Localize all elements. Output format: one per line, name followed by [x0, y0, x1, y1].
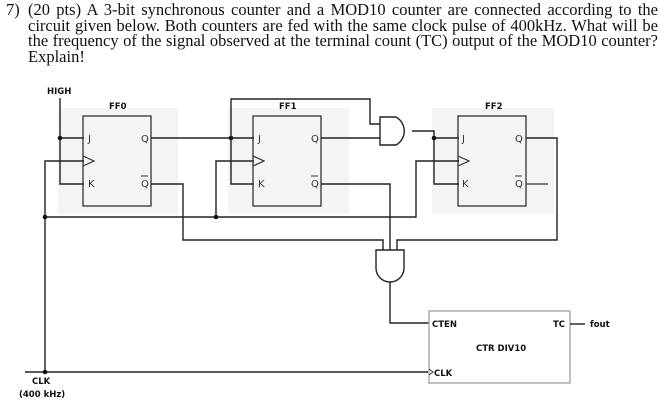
ff0-k-pin: K [88, 179, 95, 190]
ff0-qbar-pin: Q [141, 179, 149, 190]
ff2-q-pin: Q [515, 134, 523, 145]
junction-and2 [431, 135, 437, 141]
ff0-q-wire [151, 137, 254, 185]
junction-high [57, 135, 63, 141]
ff0-qbar-to-and3 [151, 183, 384, 250]
counter-clock-triangle-icon [428, 368, 434, 376]
ff2-j-pin: J [461, 134, 465, 145]
junction-clk-input [42, 369, 48, 375]
counter-title: CTR DIV10 [476, 344, 526, 354]
and2-output-wire [412, 130, 459, 185]
junction-clk-mid [213, 214, 219, 220]
ff0-clock-triangle-icon [82, 155, 96, 167]
clock-bus [44, 160, 459, 372]
and3-to-cten [389, 282, 430, 324]
ff0-j-pin: J [87, 134, 91, 145]
fout-label: fout [590, 320, 610, 330]
question-number: 7) [6, 0, 20, 19]
counter-cten-pin: CTEN [432, 320, 457, 330]
ff2-label: FF2 [485, 102, 503, 112]
counter-clk-pin: CLK [434, 369, 453, 379]
ff0-q-pin: Q [141, 134, 149, 145]
clk-label: CLK [32, 377, 51, 387]
question-text-block: 7) (20 pts) A 3-bit synchronous counter … [6, 0, 658, 66]
ff0-label: FF0 [109, 102, 127, 112]
question-body: (20 pts) A 3-bit synchronous counter and… [28, 0, 658, 66]
ff2-clock-triangle-icon [457, 155, 471, 167]
ff0-q-to-and2 [230, 98, 380, 138]
junction-clk-left [42, 214, 48, 220]
and-gate-2-input-icon [379, 116, 405, 146]
ff2-k-pin: K [462, 179, 469, 190]
high-label: HIGH [47, 87, 71, 97]
and-gate-3-input-icon [375, 249, 405, 283]
ff2-qbar-pin: Q [515, 179, 523, 190]
counter-div10: CTEN CTR DIV10 CLK TC [428, 310, 571, 384]
ff1-qbar-pin: Q [311, 179, 319, 190]
ff1-qbar-to-and3 [321, 183, 391, 250]
counter-tc-pin: TC [553, 320, 565, 330]
clk-frequency-label: (400 kHz) [19, 390, 65, 400]
ff1-clock-triangle-icon [252, 155, 266, 167]
ff1-q-pin: Q [311, 134, 319, 145]
high-wire [59, 98, 84, 185]
ff2-q-to-and3 [396, 137, 558, 250]
ff1-k-pin: K [258, 179, 265, 190]
ff1-label: FF1 [279, 102, 297, 112]
ff1-j-pin: J [257, 134, 261, 145]
